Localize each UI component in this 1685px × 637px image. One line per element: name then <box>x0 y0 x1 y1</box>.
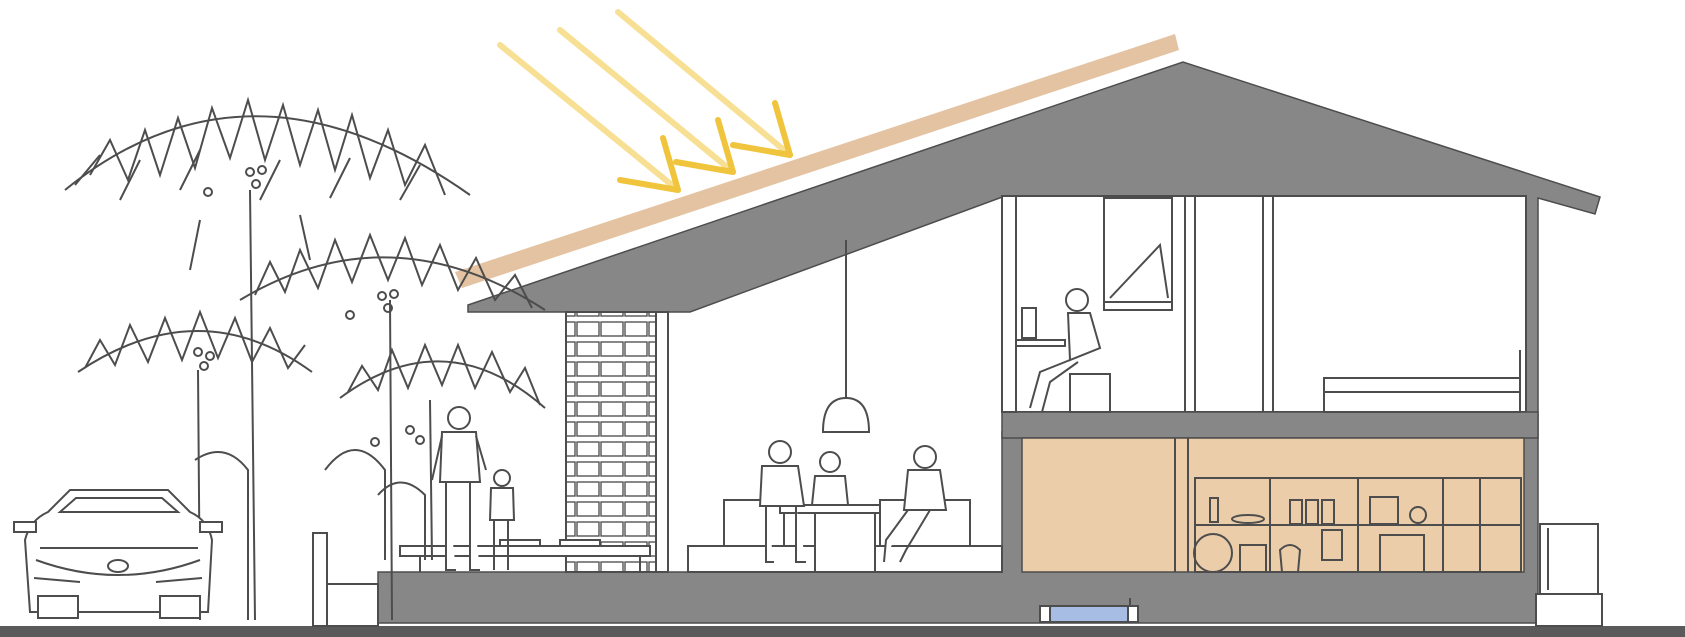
terrace-deck <box>399 539 651 572</box>
storage-shelves <box>1193 477 1522 573</box>
upper-room <box>1015 195 1527 413</box>
ground-line <box>0 626 1685 637</box>
pendant-lamp-icon <box>821 240 871 433</box>
solar-panel <box>455 34 1179 288</box>
tree-large <box>64 96 471 621</box>
brick-wall <box>565 311 657 573</box>
underground-pipe <box>1039 598 1139 623</box>
person-at-desk <box>1029 288 1111 413</box>
parent-and-child <box>431 406 516 571</box>
tree-medium <box>239 232 546 621</box>
storage-room <box>1021 437 1525 573</box>
car-icon <box>13 489 223 619</box>
interior-column <box>655 311 669 573</box>
tree-small-right <box>324 342 546 561</box>
sun-rays-icon <box>497 9 793 193</box>
gate-posts <box>312 532 379 627</box>
water-heater-icon <box>1535 523 1603 627</box>
family-figures <box>758 440 948 563</box>
upper-floor-left-wall <box>1001 195 1017 413</box>
living-room-furniture <box>687 499 1003 573</box>
upper-room-details <box>1014 196 1521 413</box>
upper-floor-slab <box>1001 411 1539 439</box>
